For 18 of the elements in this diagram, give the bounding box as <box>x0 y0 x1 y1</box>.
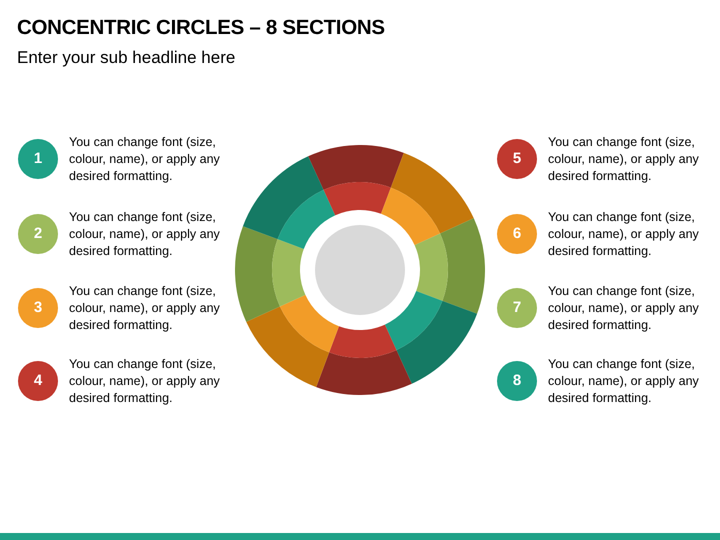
number-circle: 5 <box>497 139 537 179</box>
number-circle: 8 <box>497 361 537 401</box>
subtitle: Enter your sub headline here <box>17 48 236 68</box>
description-text: You can change font (size, colour, name), or apply any desired formatting. <box>69 282 221 334</box>
number-circle: 7 <box>497 288 537 328</box>
description-text: You can change font (size, colour, name), or apply any desired formatting. <box>548 282 700 334</box>
description-text: You can change font (size, colour, name), or apply any desired formatting. <box>69 356 221 406</box>
description-text: You can change font (size, colour, name), or apply any desired formatting. <box>548 356 700 406</box>
number-circle: 4 <box>18 361 58 401</box>
number-circle: 1 <box>18 139 58 179</box>
description-text: You can change font (size, colour, name), or apply any desired formatting. <box>69 208 221 260</box>
number-circle: 2 <box>18 214 58 254</box>
description-text: You can change font (size, colour, name), or apply any desired formatting. <box>69 134 221 184</box>
description-text: You can change font (size, colour, name), or apply any desired formatting. <box>548 134 700 184</box>
description-text: You can change font (size, colour, name), or apply any desired formatting. <box>548 208 700 260</box>
number-circle: 3 <box>18 288 58 328</box>
title: CONCENTRIC CIRCLES – 8 SECTIONS <box>17 16 385 40</box>
number-circle: 6 <box>497 214 537 254</box>
